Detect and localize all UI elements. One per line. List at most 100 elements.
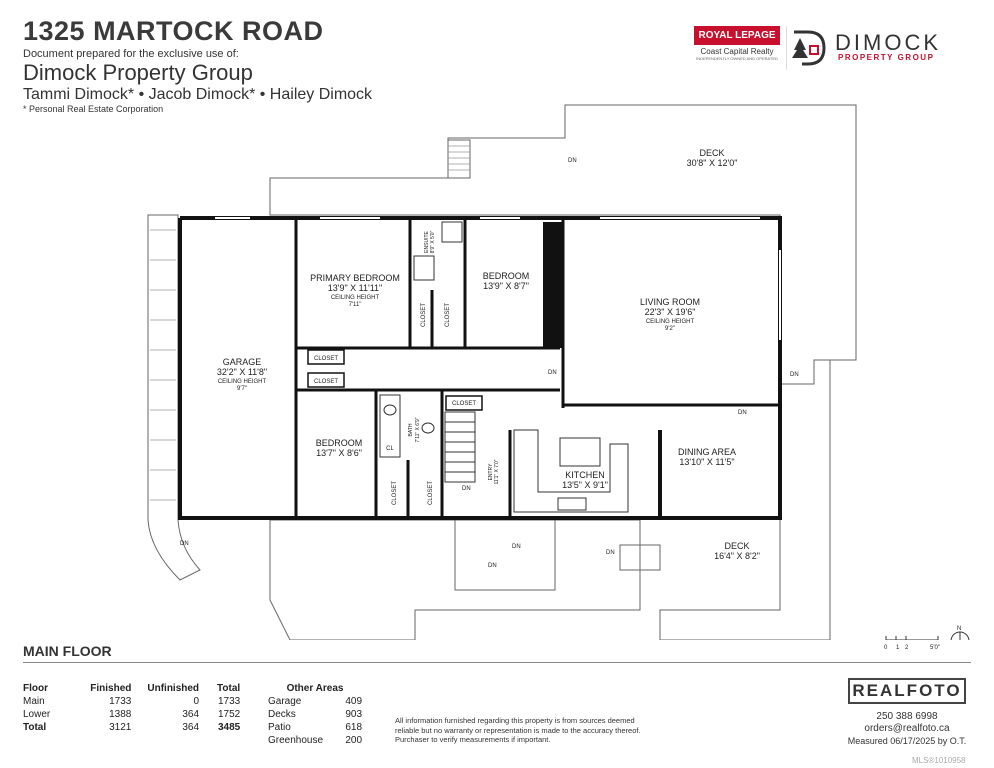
area-summary-table: Floor Finished Unfinished Total Main 173…	[19, 682, 244, 734]
windows	[215, 217, 781, 340]
disclaimer-text: All information furnished regarding this…	[395, 716, 641, 744]
primary-bedroom-ceiling: CEILING HEIGHT	[331, 295, 380, 301]
deck-top-dims: 30'8" X 12'0"	[687, 158, 738, 168]
north-label: N	[957, 626, 961, 632]
dimock-emblem-icon	[786, 26, 826, 70]
table-row: Garage 409	[264, 695, 366, 708]
dn-label-5: DN	[462, 486, 471, 492]
table-header-row: Floor Finished Unfinished Total	[19, 682, 244, 695]
living-room-dims: 22'3" X 19'6"	[645, 307, 696, 317]
closet-label-5: CLOSET	[445, 303, 451, 327]
realfoto-logo: REALFOTO	[848, 678, 966, 704]
fireplace	[543, 222, 563, 348]
table-cell: 903	[345, 709, 363, 720]
table-row: Greenhouse 200	[264, 734, 366, 747]
table-cell: Greenhouse	[268, 735, 324, 746]
dn-label-8: DN	[488, 563, 497, 569]
deck-outlines	[147, 104, 857, 640]
garage-name: GARAGE	[223, 357, 262, 367]
bath-fixtures	[379, 221, 463, 458]
closet-label-3: CLOSET	[452, 401, 476, 407]
dn-label-6: DN	[180, 541, 189, 547]
dn-label-2: DN	[548, 370, 557, 376]
table-cell: 200	[345, 735, 363, 746]
royal-lepage-wordmark: ROYAL LEPAGE	[694, 26, 780, 45]
closet-label-7: CLOSET	[428, 481, 434, 505]
ensuite-name: ENSUITE	[424, 231, 430, 253]
garage-ceiling: CEILING HEIGHT	[218, 379, 267, 385]
column-header: Finished	[90, 683, 132, 694]
garage-dims: 32'2" X 11'8"	[217, 367, 267, 377]
scale-tick-5: 5'0"	[930, 645, 940, 651]
kitchen-dims: 13'5" X 9'1"	[562, 480, 608, 490]
table-cell: 1752	[217, 709, 241, 720]
table-cell: Lower	[23, 709, 51, 720]
agent-names: Tammi Dimock* • Jacob Dimock* • Hailey D…	[23, 86, 373, 103]
dn-label-1: DN	[568, 158, 577, 164]
table-cell: 3485	[217, 722, 241, 733]
table-cell: Decks	[268, 709, 296, 720]
divider	[23, 662, 971, 663]
exterior-walls	[178, 216, 782, 520]
table-cell: 409	[345, 696, 363, 707]
entry-name: ENTRY	[488, 463, 494, 481]
scale-tick-0: 0	[884, 645, 888, 651]
table-row-total: Total 3121 364 3485	[19, 721, 244, 734]
royal-lepage-tagline: INDEPENDENTLY OWNED AND OPERATED	[696, 56, 778, 61]
dining-area-name: DINING AREA	[678, 447, 736, 457]
interior-stairs	[444, 411, 476, 483]
entry-dims: 11'1" X 7'0"	[494, 459, 500, 484]
other-areas-table: Other Areas Garage 409 Decks 903 Patio 6…	[264, 682, 366, 747]
primary-bedroom-name: PRIMARY BEDROOM	[310, 273, 400, 283]
realfoto-phone: 250 388 6998	[876, 711, 938, 722]
dn-label-4: DN	[738, 410, 747, 416]
primary-bedroom-ceiling-value: 7'11"	[349, 302, 362, 308]
kitchen-name: KITCHEN	[565, 470, 605, 480]
dn-label-7: DN	[512, 544, 521, 550]
garage-ceiling-value: 9'7"	[237, 386, 247, 392]
bedroom-three-name: BEDROOM	[316, 438, 363, 448]
column-header: Floor	[23, 683, 48, 694]
property-address: 1325 MARTOCK ROAD	[23, 16, 324, 46]
closet-boxes	[307, 349, 483, 411]
dn-label-3: DN	[790, 372, 799, 378]
table-cell: Patio	[268, 722, 291, 733]
table-cell: Main	[23, 696, 45, 707]
living-room-name: LIVING ROOM	[640, 297, 700, 307]
kitchen-counters	[513, 429, 629, 513]
bedroom-two-name: BEDROOM	[483, 271, 530, 281]
scale-bar	[885, 636, 939, 640]
compass-icon: N	[950, 626, 970, 640]
deck-bottom-dims: 16'4" X 8'2"	[714, 551, 760, 561]
table-cell: 364	[182, 722, 200, 733]
closet-label-2: CLOSET	[314, 379, 338, 385]
living-room-ceiling-value: 9'2"	[665, 326, 675, 332]
closet-label-4: CLOSET	[421, 303, 427, 327]
table-row: Lower 1388 364 1752	[19, 708, 244, 721]
bedroom-three-dims: 13'7" X 8'6"	[316, 448, 362, 458]
closet-label-1: CLOSET	[314, 356, 338, 362]
royal-lepage-office: Coast Capital Realty	[700, 47, 774, 56]
footnote: * Personal Real Estate Corporation	[23, 104, 164, 114]
floor-label: MAIN FLOOR	[23, 643, 112, 659]
table-row: Main 1733 0 1733	[19, 695, 244, 708]
table-cell: Total	[23, 722, 47, 733]
table-cell: 618	[345, 722, 363, 733]
royal-lepage-logo: ROYAL LEPAGE Coast Capital Realty INDEPE…	[694, 26, 780, 68]
dn-label-9: DN	[606, 550, 615, 556]
scale-tick-1: 1	[896, 645, 900, 651]
table-row: Patio 618	[264, 721, 366, 734]
prepared-for-text: Document prepared for the exclusive use …	[23, 48, 239, 60]
table-cell: 0	[193, 696, 200, 707]
ensuite-dims: 8'9" X 5'0"	[430, 230, 436, 253]
scale-tick-2: 2	[905, 645, 909, 651]
bedroom-two-dims: 13'9" X 8'7"	[483, 281, 529, 291]
other-areas-header: Other Areas	[286, 683, 344, 694]
bath-name: BATH	[408, 423, 414, 436]
column-header: Unfinished	[147, 683, 200, 694]
cl-label: CL	[386, 446, 394, 452]
table-row: Decks 903	[264, 708, 366, 721]
stair-hatching	[150, 145, 470, 501]
table-cell: 364	[182, 709, 200, 720]
primary-bedroom-dims: 13'9" X 11'11"	[328, 283, 383, 293]
